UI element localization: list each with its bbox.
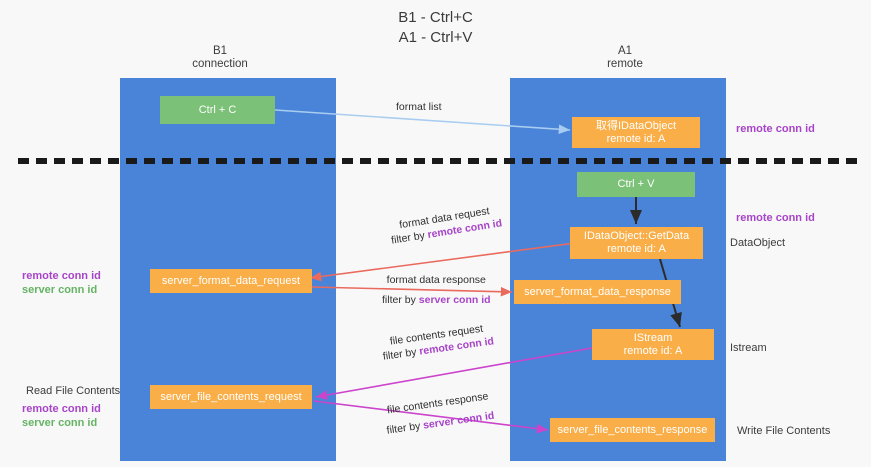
- side-label-read-file-contents: Read File Contents: [26, 385, 121, 397]
- file-req-filter-prefix: filter by: [382, 345, 421, 363]
- arrow-label-format-data-response-line2: filter by server conn id: [382, 293, 491, 307]
- file-res-filter-key: server conn id: [422, 409, 496, 432]
- arrow-label-format-list: format list: [396, 101, 442, 113]
- title-line-1: B1 - Ctrl+C: [398, 9, 473, 26]
- node-get-dataobject[interactable]: 取得IDataObject remote id: A: [572, 117, 700, 148]
- node-istream[interactable]: IStream remote id: A: [592, 329, 714, 360]
- lane-header-a1-role: remote: [607, 58, 643, 70]
- arrow-label-format-data-request: format data request filter by remote con…: [388, 202, 503, 247]
- lane-header-b1-name: B1: [212, 45, 228, 57]
- node-server-format-data-response[interactable]: server_format_data_response: [514, 280, 681, 304]
- lane-header-a1: A1 remote: [545, 45, 705, 71]
- arrow-label-file-contents-request: file contents request filter by remote c…: [380, 320, 495, 363]
- node-server-format-data-request[interactable]: server_format_data_request: [150, 269, 312, 293]
- node-istream-label: IStream: [633, 331, 673, 344]
- node-server-file-contents-response[interactable]: server_file_contents_response: [550, 418, 715, 442]
- side-label-istream: Istream: [730, 342, 767, 354]
- node-ctrl-c[interactable]: Ctrl + C: [160, 96, 275, 124]
- fmt-res-filter-prefix: filter by: [382, 294, 419, 306]
- side-label-remote-conn-id-top: remote conn id: [736, 123, 815, 135]
- file-res-filter-prefix: filter by: [385, 419, 425, 437]
- node-get-dataobject-label: 取得IDataObject: [595, 119, 677, 132]
- side-label-write-file-contents: Write File Contents: [737, 425, 831, 437]
- node-ctrl-c-label: Ctrl + C: [198, 103, 237, 116]
- lane-header-a1-name: A1: [617, 45, 633, 57]
- node-idataobject-getdata-label: IDataObject::GetData: [583, 230, 690, 242]
- side-label-remote-conn-id-mid: remote conn id: [736, 212, 815, 224]
- lane-header-b1-role: connection: [192, 58, 248, 70]
- node-ctrl-v-label: Ctrl + V: [617, 178, 655, 190]
- node-istream-sub: remote id: A: [623, 344, 683, 357]
- node-idataobject-getdata[interactable]: IDataObject::GetData remote id: A: [570, 227, 703, 259]
- side-label-left-remote-conn-id-2: remote conn id: [22, 403, 101, 415]
- title-line-2: A1 - Ctrl+V: [398, 29, 473, 46]
- node-ctrl-v[interactable]: Ctrl + V: [577, 172, 695, 197]
- arrow-label-file-contents-response: file contents response filter by server …: [383, 389, 495, 438]
- page-title: B1 - Ctrl+C A1 - Ctrl+V: [0, 8, 871, 48]
- node-server-format-data-request-label: server_format_data_request: [161, 274, 301, 287]
- lane-header-b1: B1 connection: [140, 45, 300, 71]
- node-server-file-contents-request-label: server_file_contents_request: [160, 390, 302, 403]
- node-server-format-data-response-label: server_format_data_response: [524, 285, 671, 298]
- node-server-file-contents-response-label: server_file_contents_response: [557, 423, 708, 436]
- node-idataobject-getdata-sub: remote id: A: [607, 243, 666, 255]
- fmt-res-filter-key: server conn id: [418, 294, 491, 306]
- node-get-dataobject-sub: remote id: A: [606, 132, 666, 145]
- arrow-label-format-data-response: format data response filter by server co…: [382, 273, 491, 307]
- side-label-left-server-conn-id-2: server conn id: [22, 417, 98, 429]
- side-label-left-server-conn-id: server conn id: [22, 284, 98, 296]
- side-label-left-remote-conn-id: remote conn id: [22, 270, 101, 282]
- side-label-dataobject: DataObject: [730, 237, 786, 249]
- node-server-file-contents-request[interactable]: server_file_contents_request: [150, 385, 312, 409]
- arrow-label-format-data-response-line1: format data response: [386, 274, 486, 286]
